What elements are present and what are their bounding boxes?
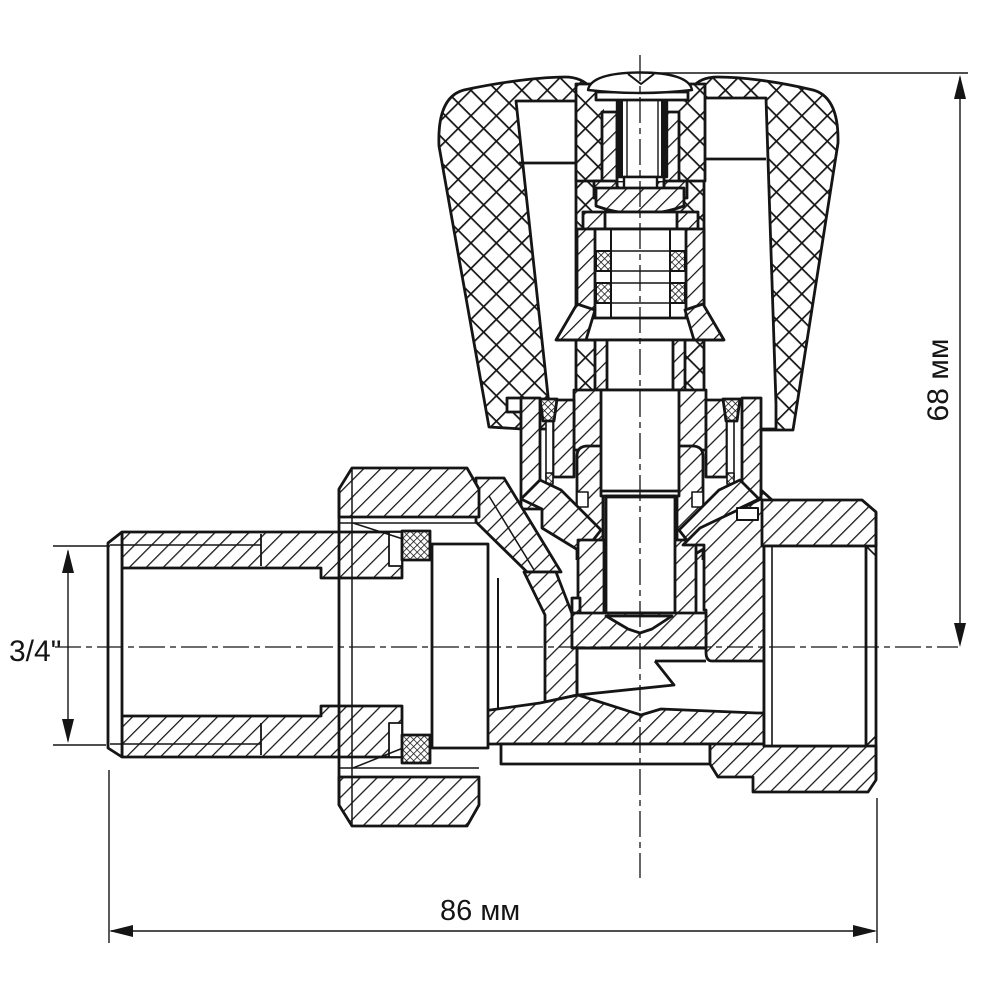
- svg-text:86 мм: 86 мм: [440, 895, 520, 927]
- svg-text:3/4": 3/4": [9, 635, 61, 668]
- svg-text:68 мм: 68 мм: [922, 339, 955, 422]
